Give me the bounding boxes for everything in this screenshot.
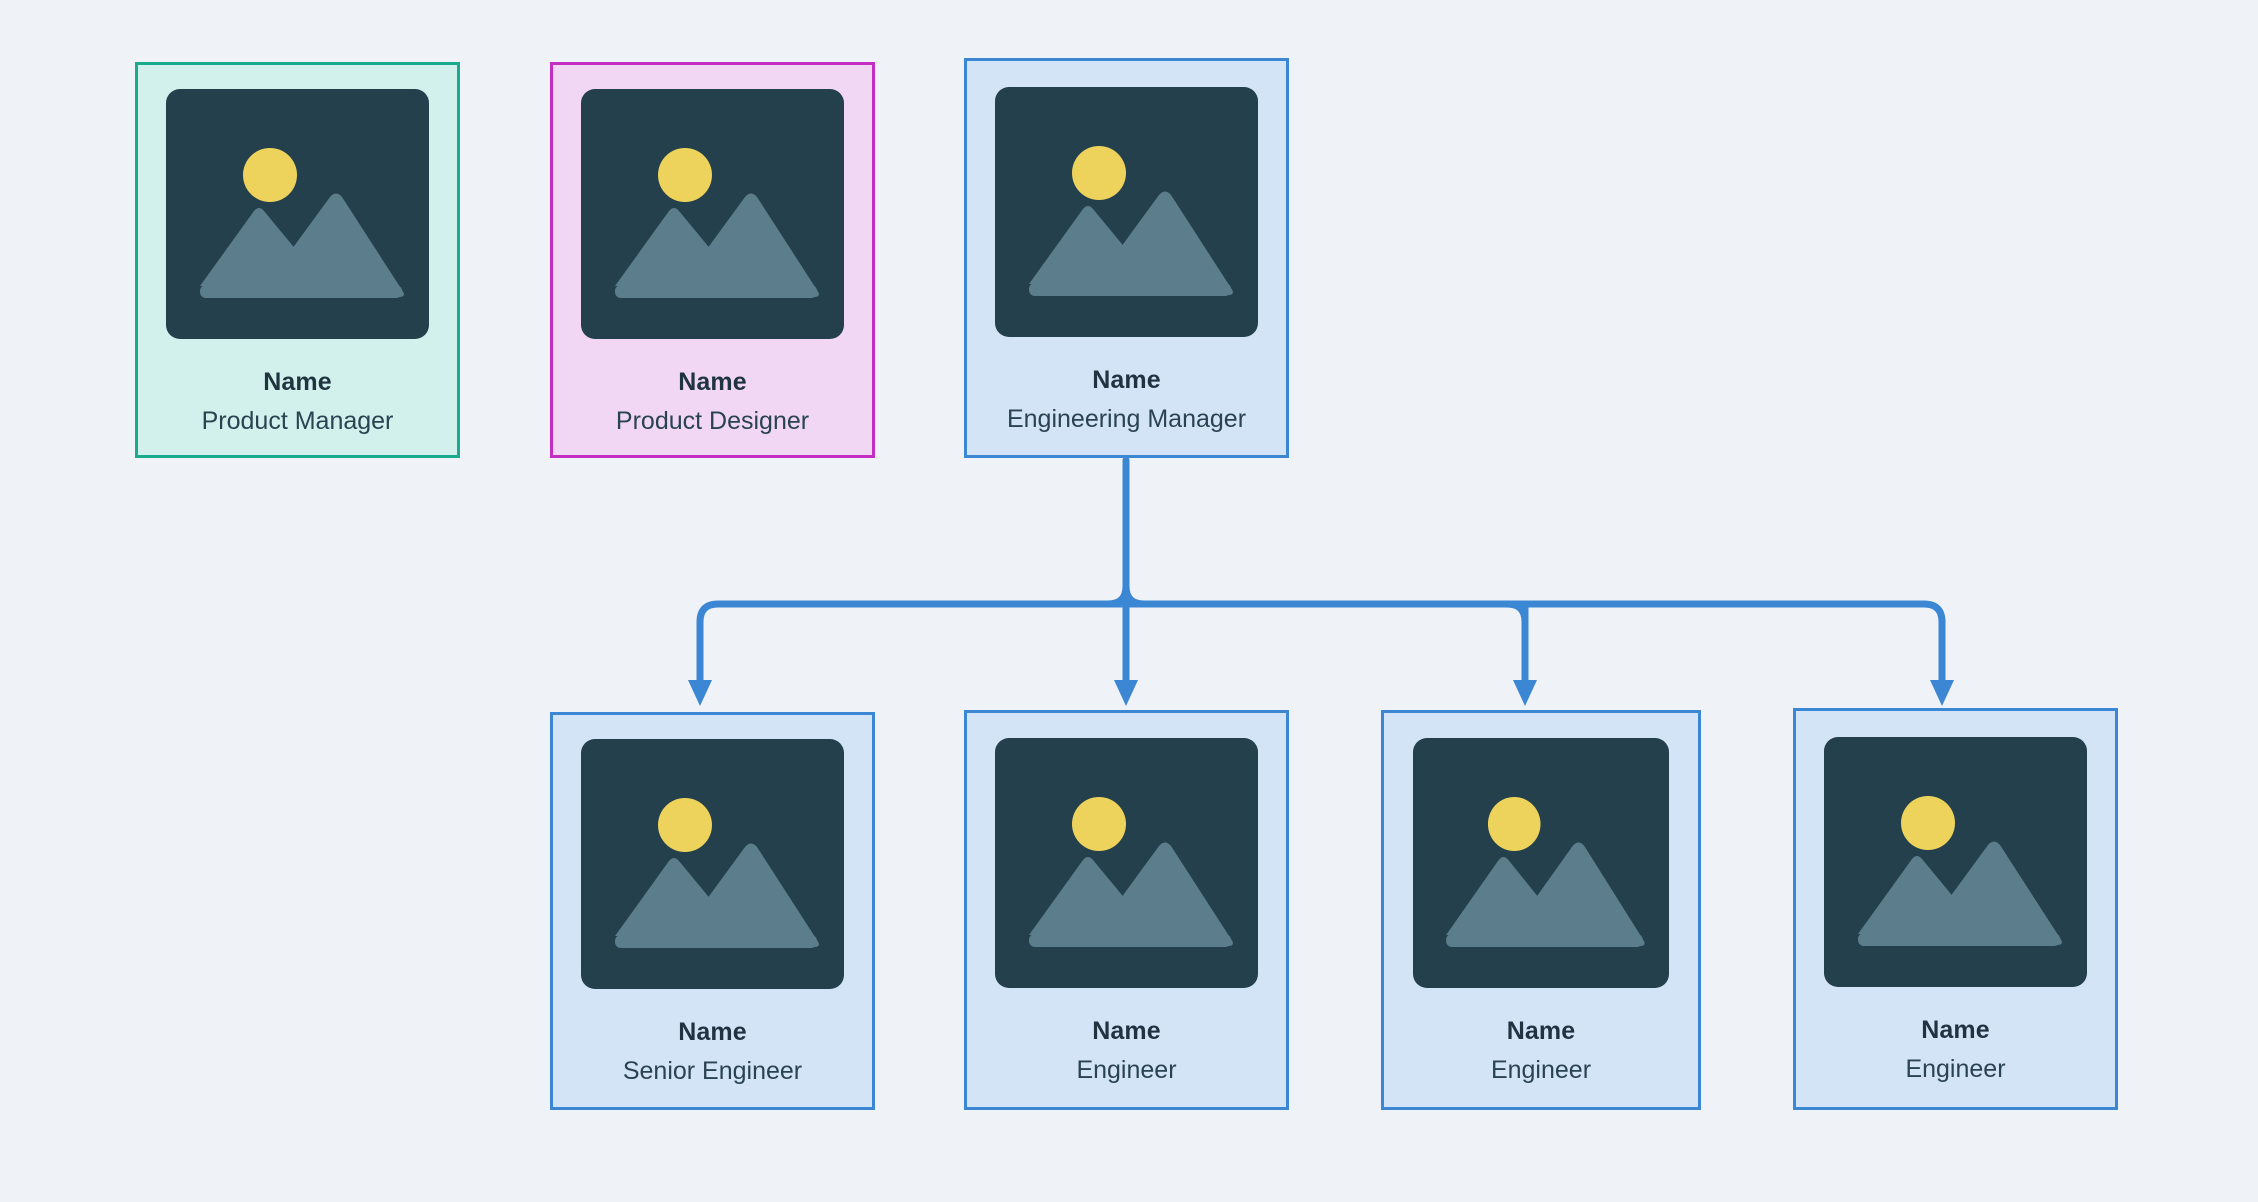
mountain-large-icon [1506,842,1645,946]
mountain-base [200,285,402,298]
connector-arrowhead-senior-engineer [688,680,712,706]
sun-icon [1901,796,1955,850]
mountain-base [615,935,817,948]
image-placeholder-icon [1858,796,2062,946]
card-thumbnail [581,89,844,339]
image-placeholder-icon [1029,797,1233,947]
mountain-base [1029,283,1231,296]
card-name: Name [678,1018,747,1046]
card-name: Name [263,368,332,396]
card-thumbnail [995,87,1258,337]
card-name: Name [1921,1016,1990,1044]
connector-arrowhead-engineer-3 [1930,680,1954,706]
card-role: Engineer [1905,1055,2006,1084]
sun-icon [1487,797,1541,851]
card-role: Product Manager [201,407,394,436]
card-thumbnail [166,89,429,339]
mountain-large-icon [1090,191,1233,295]
card-name: Name [1092,366,1161,394]
connector-trunk-fillet-right [1122,582,1148,608]
sun-icon [658,798,712,852]
card-thumbnail [1413,738,1669,988]
mountain-base [1446,934,1643,947]
image-placeholder-icon [1446,797,1645,947]
card-name: Name [1506,1017,1576,1045]
image-placeholder-icon [200,148,404,298]
sun-icon [1072,797,1126,851]
card-thumbnail [995,738,1258,988]
card-role: Engineering Manager [1006,405,1247,434]
mountain-large-icon [1919,841,2062,945]
sun-icon [1072,146,1126,200]
card-role: Engineer [1076,1056,1177,1085]
image-placeholder-icon [615,798,819,948]
card-role: Engineer [1490,1056,1592,1085]
mountain-large-icon [1090,842,1233,946]
card-thumbnail [1824,737,2087,987]
card-name: Name [678,368,747,396]
card-name: Name [1092,1017,1161,1045]
connector-arrowhead-engineer-1 [1114,680,1138,706]
image-placeholder-icon [615,148,819,298]
image-placeholder-icon [1029,146,1233,296]
mountain-base [1029,934,1231,947]
connector-trunk-fillet-left [1104,582,1130,608]
mountain-large-icon [676,193,819,297]
sun-icon [243,148,297,202]
mountain-base [615,285,817,298]
connector-bus [696,600,1946,626]
sun-icon [658,148,712,202]
connector-arrowhead-engineer-2 [1513,680,1537,706]
mountain-base [1858,933,2060,946]
card-role: Product Designer [615,407,810,436]
card-role: Senior Engineer [622,1057,803,1086]
mountain-large-icon [676,843,819,947]
connector-elbow-engineer-2 [1503,600,1529,626]
mountain-large-icon [261,193,404,297]
card-thumbnail [581,739,844,989]
